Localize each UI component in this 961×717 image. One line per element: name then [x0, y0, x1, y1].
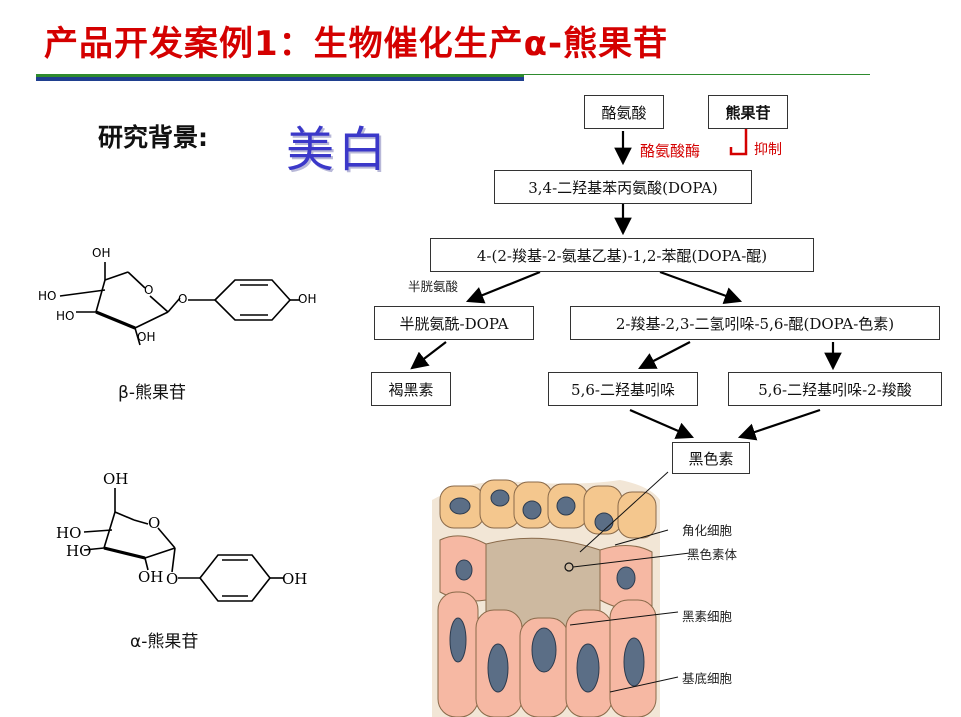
research-background-label: 研究背景: [98, 123, 208, 152]
label-melanocyte: 黑素细胞 [682, 609, 733, 624]
node-melanin: 黑色素 [672, 442, 750, 474]
cysteine-label: 半胱氨酸 [408, 279, 459, 294]
node-cysteinyl-dopa: 半胱氨酰-DOPA [374, 306, 534, 340]
node-dhica: 5,6-二羟基吲哚-2-羧酸 [728, 372, 942, 406]
label-basal-cell: 基底细胞 [682, 671, 733, 686]
alpha-ho-1: HO [56, 524, 82, 542]
alpha-link-o: O [166, 570, 179, 588]
inhibit-label: 抑制 [754, 142, 782, 158]
alpha-oh-bottom: OH [138, 568, 164, 586]
slide-title: 产品开发案例1：生物催化生产α-熊果苷 [44, 24, 669, 64]
node-tyrosine: 酪氨酸 [584, 95, 664, 129]
label-keratinocyte: 角化细胞 [682, 523, 733, 538]
node-dopachrome: 2-羧基-2,3-二氢吲哚-5,6-醌(DOPA-色素) [570, 306, 940, 340]
alpha-ho-2: HO [66, 542, 92, 560]
node-dopa: 3,4-二羟基苯丙氨酸(DOPA) [494, 170, 752, 204]
beta-ho-2: HO [56, 309, 75, 323]
beta-oh-right: OH [298, 292, 317, 306]
skin-cell-illustration [432, 471, 691, 717]
title-divider [36, 74, 870, 81]
beta-oh-bottom: OH [137, 330, 156, 344]
beta-arbutin-caption: β-熊果苷 [118, 383, 186, 403]
inhibition-mark [729, 129, 748, 156]
enzyme-label: 酪氨酸酶 [640, 142, 701, 160]
alpha-oh-right: OH [282, 570, 308, 588]
beta-oh-top: OH [92, 246, 111, 260]
alpha-oh-top: OH [103, 470, 129, 488]
beta-ring-o: O [144, 283, 154, 297]
node-arbutin: 熊果苷 [708, 95, 788, 129]
node-pheomelanin: 褐黑素 [371, 372, 451, 406]
node-dopaquinone: 4-(2-羧基-2-氨基乙基)-1,2-苯醌(DOPA-醌) [430, 238, 814, 272]
alpha-ring-o: O [148, 514, 161, 532]
beta-link-o: O [178, 292, 188, 306]
label-melanosome: 黑色素体 [687, 547, 738, 562]
node-dhi: 5,6-二羟基吲哚 [548, 372, 698, 406]
pathway-arrows [410, 131, 842, 441]
alpha-arbutin-structure [83, 488, 284, 602]
alpha-arbutin-caption: α-熊果苷 [130, 632, 199, 652]
beta-ho-1: HO [38, 289, 57, 303]
beta-arbutin-structure [59, 262, 300, 346]
research-topic: 美白 [286, 122, 391, 178]
